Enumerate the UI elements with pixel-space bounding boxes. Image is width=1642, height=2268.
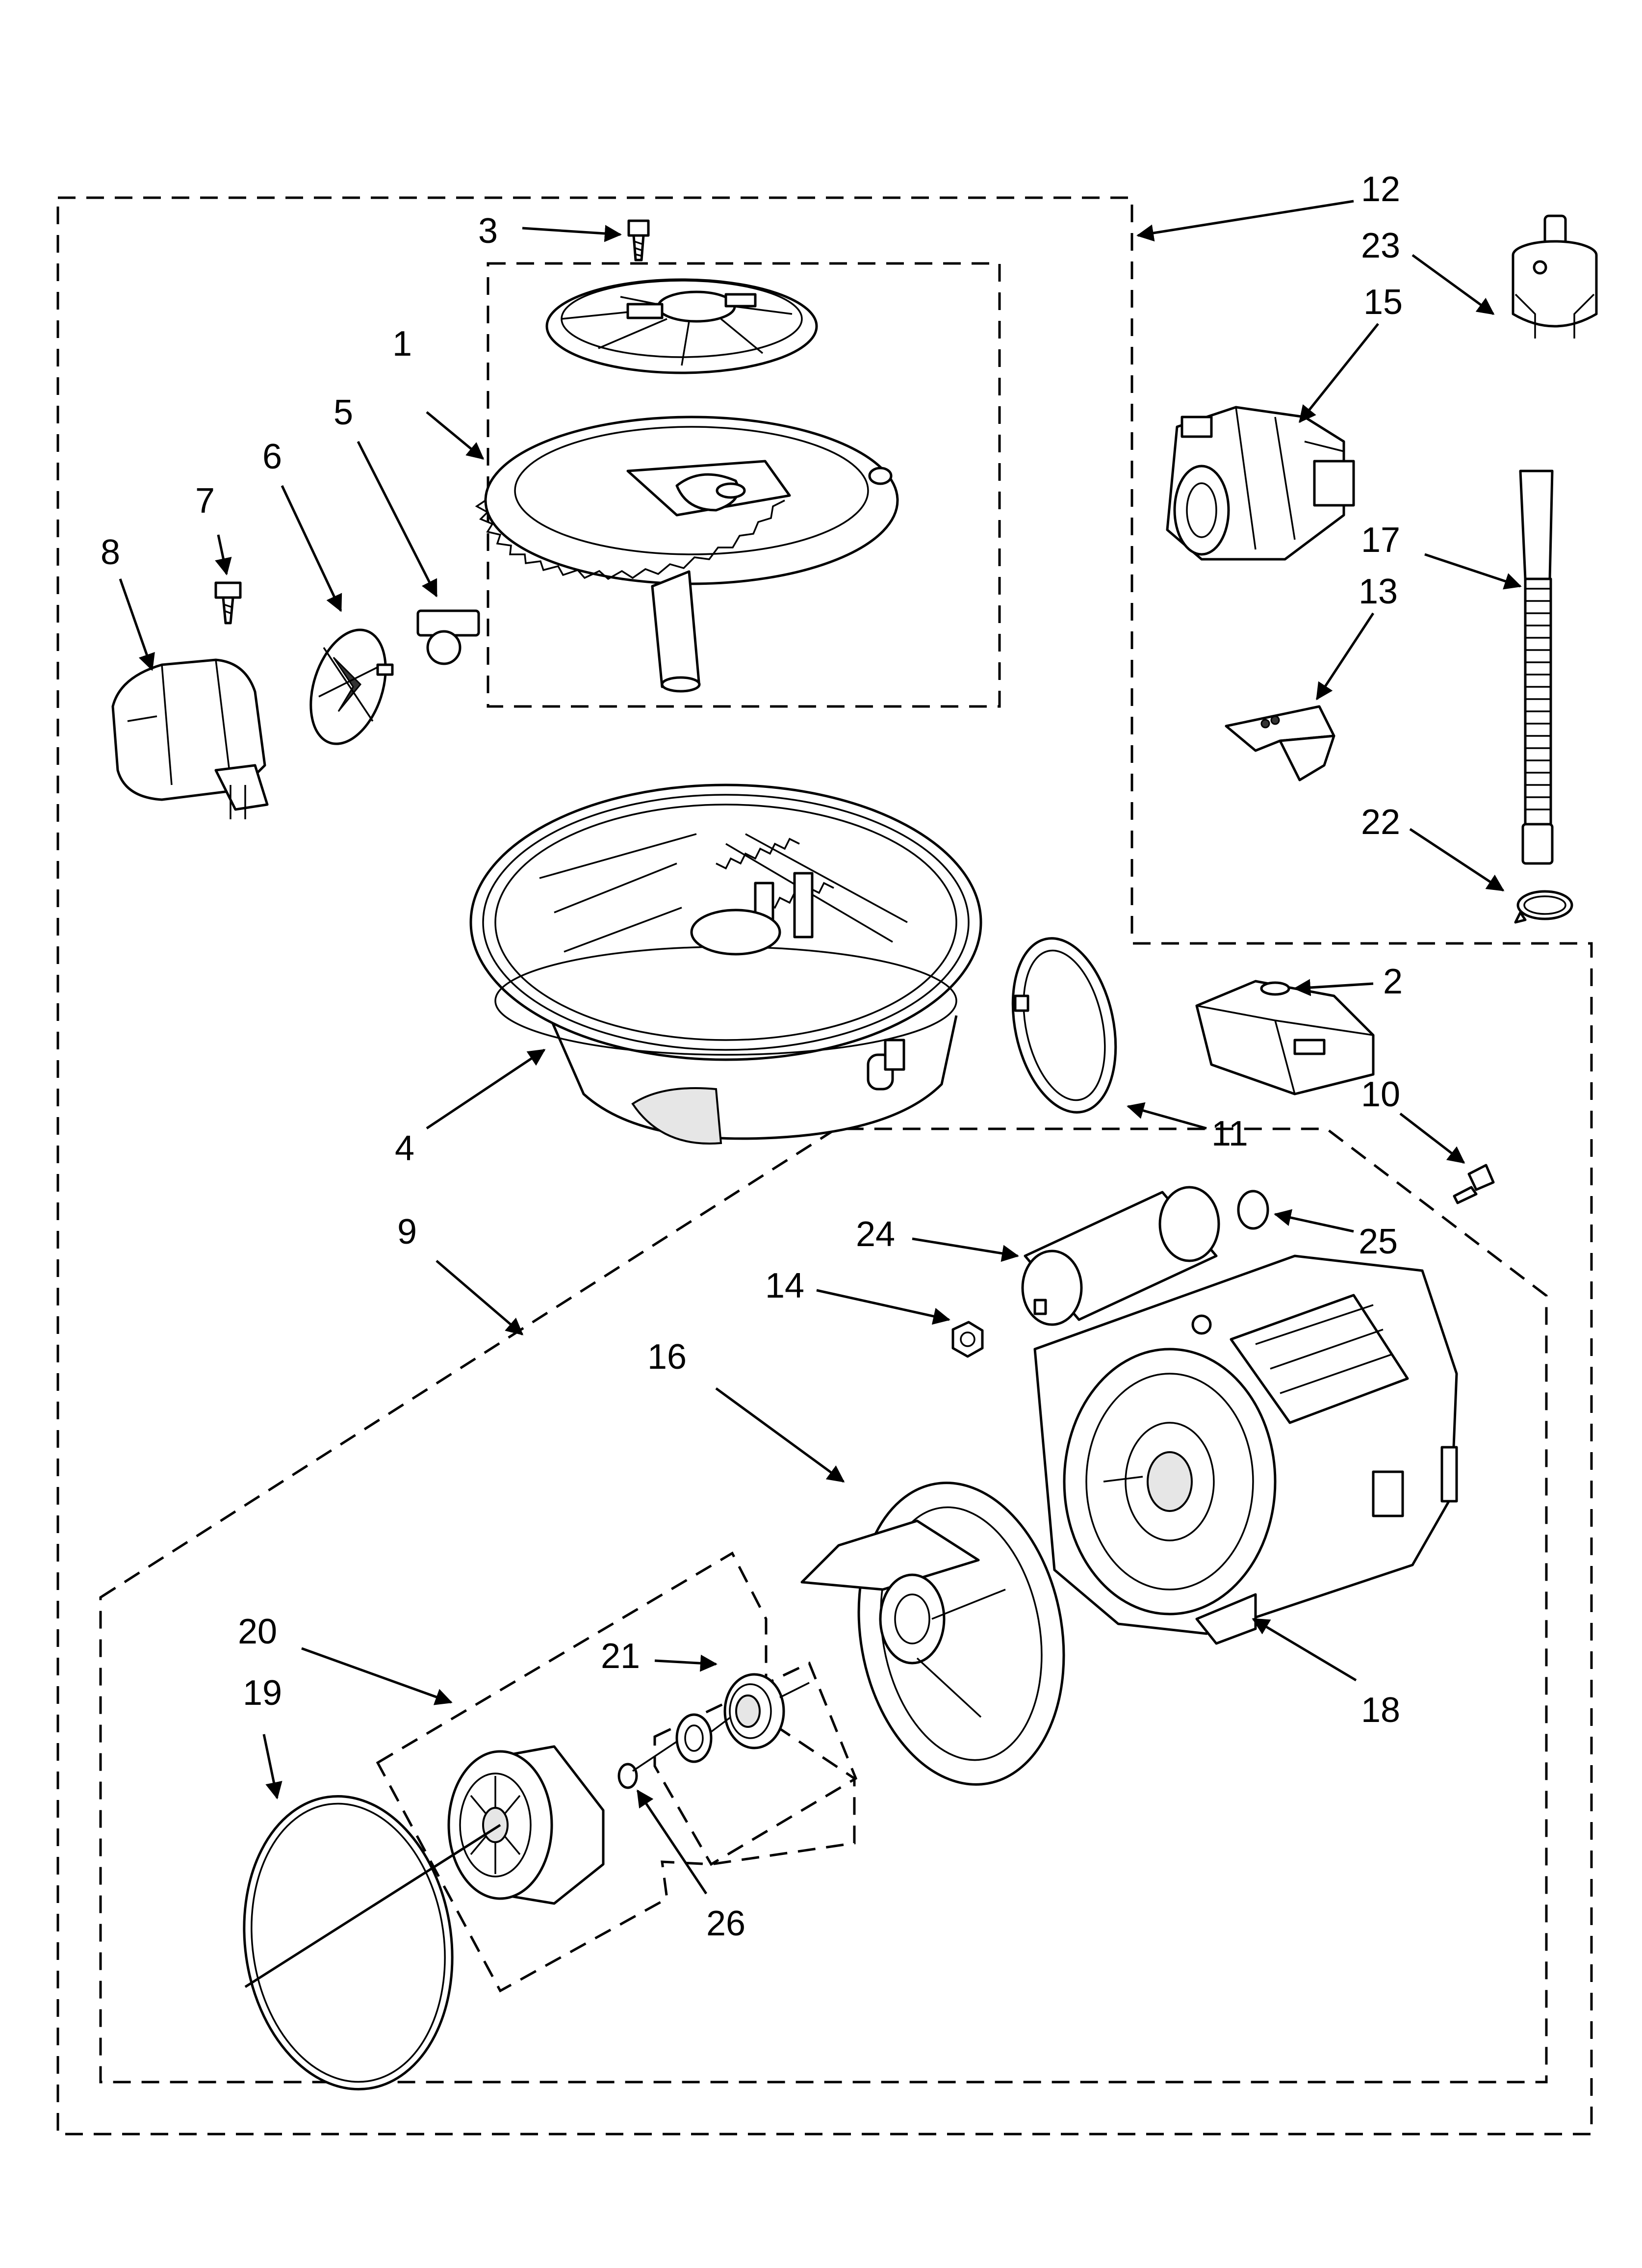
part-4-sump (469, 783, 982, 1145)
leader-25 (1274, 1209, 1354, 1233)
part-13-bracket (1225, 705, 1335, 782)
leader-26 (636, 1789, 708, 1895)
part-8-housing (111, 658, 269, 819)
callout-12: 12 (1361, 170, 1400, 209)
leader-17 (1424, 553, 1522, 590)
alignment-axes (244, 1682, 810, 1988)
part-25-washer (1237, 1190, 1269, 1230)
leader-20 (301, 1647, 453, 1705)
callout-4: 4 (395, 1129, 414, 1168)
leader-13 (1315, 612, 1375, 701)
leader-12 (1136, 200, 1354, 242)
leader-7 (215, 534, 232, 575)
callout-19: 19 (243, 1673, 282, 1713)
leader-8 (119, 578, 155, 671)
part-16-volute (800, 1482, 1065, 1786)
part-26-washer (617, 1763, 638, 1789)
callout-7: 7 (195, 481, 215, 521)
impeller-kit-boundary-20 (376, 1551, 856, 1993)
callout-20: 20 (238, 1612, 277, 1651)
part-6-chopper (309, 628, 394, 745)
part-19-o-ring (243, 1795, 454, 2091)
part-3-screw (627, 219, 650, 261)
callout-6: 6 (262, 437, 282, 476)
callout-21: 21 (601, 1637, 640, 1676)
leader-lines (119, 200, 1522, 1895)
callout-15: 15 (1363, 283, 1403, 322)
part-15-drain-pump (1166, 406, 1355, 561)
callout-1: 1 (392, 324, 412, 364)
callout-10: 10 (1361, 1075, 1400, 1114)
callout-13: 13 (1359, 572, 1398, 611)
leader-19 (262, 1734, 282, 1799)
leader-24 (912, 1237, 1019, 1262)
leader-9 (436, 1260, 524, 1335)
leader-16 (715, 1387, 845, 1483)
seal-kit-boundary-21 (653, 1661, 858, 1866)
leader-6 (281, 485, 342, 612)
leader-18 (1252, 1617, 1357, 1682)
callout-5: 5 (334, 393, 353, 432)
part-2-cover (1195, 980, 1375, 1095)
callout-18: 18 (1361, 1691, 1400, 1730)
leader-14 (816, 1289, 950, 1325)
callout-labels: 1 2 3 4 5 6 7 8 9 10 11 12 13 14 15 16 1… (101, 170, 1403, 1943)
motor-assembly-boundary-9 (99, 1127, 1548, 2084)
leader-15 (1299, 323, 1379, 423)
part-21-seal (723, 1673, 785, 1749)
part-5-clip (416, 609, 480, 665)
callout-3: 3 (478, 211, 498, 251)
part-7-screw (214, 581, 242, 625)
leader-22 (1409, 828, 1505, 892)
part-22-clamp (1514, 890, 1573, 924)
leader-4 (426, 1048, 546, 1130)
leader-10 (1399, 1113, 1465, 1164)
callout-2: 2 (1383, 962, 1403, 1001)
leader-11 (1127, 1102, 1207, 1130)
part-20-impeller (447, 1745, 605, 1905)
leader-1 (426, 411, 485, 460)
callout-11: 11 (1211, 1114, 1248, 1153)
callout-8: 8 (101, 533, 120, 572)
callout-24: 24 (856, 1215, 895, 1254)
part-17-hose (1519, 469, 1554, 865)
leader-23 (1411, 254, 1495, 315)
part-24-capacitor (1021, 1186, 1220, 1326)
leader-2 (1293, 979, 1374, 996)
seal-kit-ring (675, 1713, 713, 1763)
leader-3 (522, 225, 622, 242)
part-11-gasket (1011, 937, 1117, 1114)
callout-9: 9 (397, 1212, 417, 1251)
callout-22: 22 (1361, 803, 1400, 842)
part-10-screw (1453, 1164, 1495, 1204)
callout-17: 17 (1361, 521, 1400, 560)
part-1-filter-assembly (475, 278, 899, 693)
part-18-motor (1033, 1254, 1458, 1645)
callout-25: 25 (1359, 1222, 1398, 1261)
leader-5 (357, 441, 438, 598)
callout-16: 16 (647, 1337, 687, 1377)
callout-14: 14 (765, 1266, 804, 1305)
callout-26: 26 (706, 1904, 745, 1943)
part-23-sensor (1512, 214, 1598, 339)
outer-assembly-boundary-12 (56, 196, 1593, 2136)
leader-21 (654, 1654, 718, 1672)
callout-23: 23 (1361, 226, 1400, 265)
part-14-nut (951, 1321, 984, 1358)
